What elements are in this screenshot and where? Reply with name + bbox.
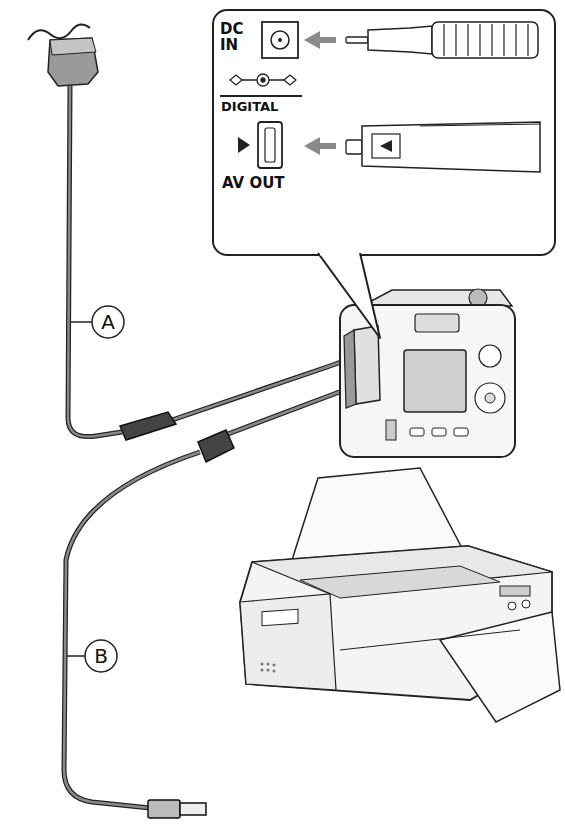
digital-plug-body (362, 122, 540, 172)
digital-plug-face (372, 134, 400, 158)
dc-plug-grip (432, 22, 538, 58)
cable-a (68, 86, 122, 437)
alignment-mark (238, 137, 250, 153)
usb-plug-tip (180, 803, 206, 815)
camera-button (475, 383, 505, 413)
grip-ridges (444, 24, 528, 56)
printer-lid (300, 566, 500, 598)
leader-line (67, 655, 85, 657)
inset-pointer (318, 253, 380, 338)
dc-jack (278, 38, 282, 42)
cable-b (64, 452, 200, 808)
terminal-door (354, 326, 380, 404)
plug-edge (420, 124, 540, 126)
speaker-grille (261, 663, 276, 673)
callout-circle (92, 306, 124, 338)
camera-button (432, 428, 446, 436)
digital-port (265, 128, 275, 162)
printer-button (508, 602, 516, 610)
usb-plug (148, 800, 180, 818)
digital-plug-tip (346, 140, 362, 154)
insert-arrow (318, 37, 336, 43)
cable-b (228, 388, 350, 434)
output-tray (440, 612, 560, 722)
digital-port (258, 122, 282, 168)
terminal-label: AV OUT (222, 176, 285, 191)
inset-pointer-gap (320, 253, 358, 256)
cable-a (172, 358, 352, 420)
terminal-door-open (344, 330, 356, 408)
camera-button (454, 428, 468, 436)
camera-button (410, 428, 424, 436)
callout-circle (85, 640, 117, 672)
dc-plug-body (368, 26, 432, 54)
camera-top (362, 290, 512, 306)
paper-slot (340, 630, 520, 650)
ac-adaptor (48, 38, 98, 86)
cable-b (64, 452, 200, 808)
terminal-label: DC IN (220, 22, 258, 54)
printer-button (522, 600, 530, 608)
insert-arrow (318, 143, 336, 149)
insert-arrow (304, 137, 320, 155)
viewfinder (415, 314, 459, 332)
cable-a (68, 86, 122, 437)
camera-body (340, 305, 515, 457)
printer-label (262, 609, 298, 626)
control-panel (500, 586, 530, 596)
cable-a (172, 358, 352, 420)
polarity-symbol (230, 74, 296, 86)
lcd-screen (404, 350, 466, 412)
ferrite-core (198, 430, 234, 462)
camera-button (479, 345, 501, 367)
cable-b (228, 388, 350, 434)
alignment-mark (380, 140, 392, 152)
printer-side (240, 594, 336, 690)
leader-line (71, 321, 92, 323)
dc-jack (262, 22, 298, 58)
mains-cord (28, 24, 90, 40)
terminal-label: DIGITAL (221, 100, 278, 113)
detail-inset (213, 10, 555, 255)
dc-plug-pin (346, 37, 368, 43)
ac-adaptor-top (50, 38, 96, 55)
camera-button (485, 393, 495, 403)
callout-letter: A (101, 312, 115, 332)
callout-letter: B (94, 646, 108, 666)
paper-support (292, 468, 462, 560)
overline (220, 95, 302, 97)
insert-arrow (304, 31, 320, 49)
strap-eyelet (386, 420, 396, 440)
ferrite-core (120, 412, 176, 440)
dc-jack (271, 31, 289, 49)
